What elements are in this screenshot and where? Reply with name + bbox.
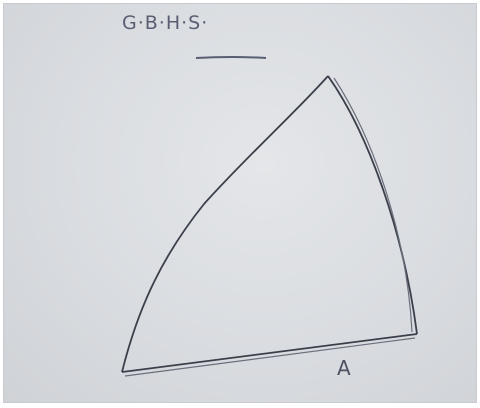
notebook-photo: G·B·H·S· A: [3, 3, 477, 403]
sector-right-arc-inner: [333, 77, 413, 333]
corner-label-a: A: [337, 356, 351, 380]
sector-right-arc: [327, 75, 418, 335]
sector-base: [121, 333, 418, 373]
school-heading: G·B·H·S·: [122, 12, 209, 34]
sketch-drawing: [121, 56, 418, 377]
heading-underline: [195, 56, 267, 59]
sector-left-edge: [121, 75, 329, 373]
sector-base-inner: [124, 337, 416, 377]
